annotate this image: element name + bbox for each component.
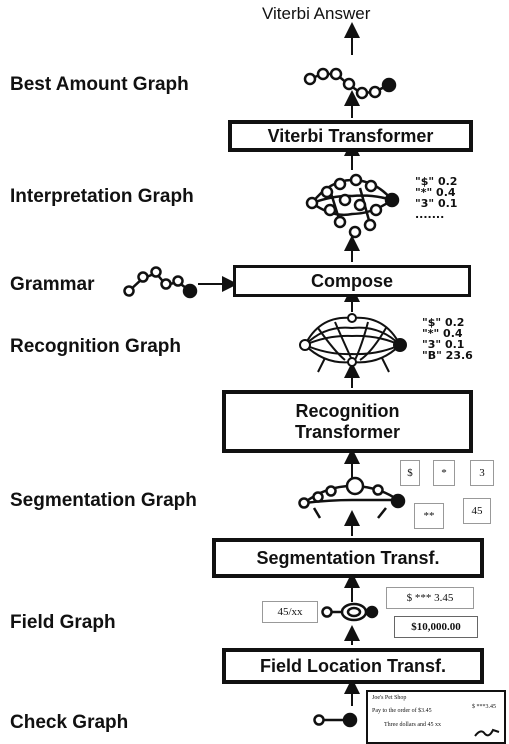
segment-chip-three: 3	[470, 460, 494, 486]
best-amount-graph-glyph	[303, 67, 397, 100]
segmentation-transf-box: Segmentation Transf.	[212, 538, 484, 578]
label-check-graph: Check Graph	[10, 712, 129, 733]
segmentation-graph-glyph	[298, 476, 406, 519]
label-segmentation-graph: Segmentation Graph	[10, 490, 197, 511]
segment-chip-star: *	[433, 460, 455, 486]
field-chip-45xx: 45/xx	[262, 601, 318, 623]
recognition-transformer-label-line2: Transformer	[294, 421, 401, 442]
interpretation-score-three: "3" 0.1	[415, 197, 458, 210]
segment-chip-double-star: **	[414, 503, 444, 529]
segmentation-transf-label: Segmentation Transf.	[256, 547, 440, 568]
interpretation-graph-glyph	[305, 173, 400, 239]
recognition-score-dollar: "$" 0.2	[422, 316, 465, 329]
check-line-written-amount: Three dollars and 45 xx	[384, 722, 441, 728]
field-graph-glyph	[321, 602, 379, 622]
label-grammar: Grammar	[10, 274, 95, 295]
signature-icon	[474, 728, 500, 737]
recognition-transformer-label-line1: Recognition	[295, 400, 400, 421]
viterbi-transformer-box: Viterbi Transformer	[228, 120, 473, 152]
field-location-transf-box: Field Location Transf.	[222, 648, 484, 684]
field-location-transf-label: Field Location Transf.	[259, 655, 447, 676]
interpretation-score-ellipsis: .......	[415, 208, 445, 221]
check-graph-glyph	[313, 712, 358, 728]
viterbi-transformer-label: Viterbi Transformer	[267, 125, 434, 146]
check-image: Joe's Pet Shop Pay to the order of $3.45…	[366, 690, 506, 744]
label-field-graph: Field Graph	[10, 612, 116, 633]
field-chip-ten-thousand: $10,000.00	[394, 616, 478, 638]
check-line-payee: Joe's Pet Shop	[372, 695, 407, 701]
interpretation-score-dollar: "$" 0.2	[415, 175, 458, 188]
interpretation-score-star: "*" 0.4	[415, 186, 456, 199]
segment-chip-dollar: $	[400, 460, 420, 486]
recognition-score-three: "3" 0.1	[422, 338, 465, 351]
field-chip-amount: $ *** 3.45	[386, 587, 474, 609]
segment-chip-45: 45	[463, 498, 491, 524]
recognition-score-b: "B" 23.6	[422, 349, 473, 362]
compose-label: Compose	[310, 270, 393, 291]
recognition-graph-glyph	[299, 313, 407, 373]
label-best-amount-graph: Best Amount Graph	[10, 74, 189, 95]
recognition-transformer-box: Recognition Transformer	[222, 390, 473, 453]
interpretation-scores: "$" 0.2 "*" 0.4 "3" 0.1 .......	[415, 175, 458, 221]
check-line-pay-to: Pay to the order of $3.45	[372, 708, 432, 714]
compose-box: Compose	[233, 265, 471, 297]
check-line-amount-box: $ ***3.45	[472, 704, 496, 710]
recognition-score-star: "*" 0.4	[422, 327, 463, 340]
label-recognition-graph: Recognition Graph	[10, 336, 181, 357]
label-interpretation-graph: Interpretation Graph	[10, 186, 194, 207]
grammar-graph-glyph	[123, 266, 198, 299]
viterbi-answer-title: Viterbi Answer	[262, 4, 371, 23]
recognition-scores: "$" 0.2 "*" 0.4 "3" 0.1 "B" 23.6	[422, 316, 473, 362]
